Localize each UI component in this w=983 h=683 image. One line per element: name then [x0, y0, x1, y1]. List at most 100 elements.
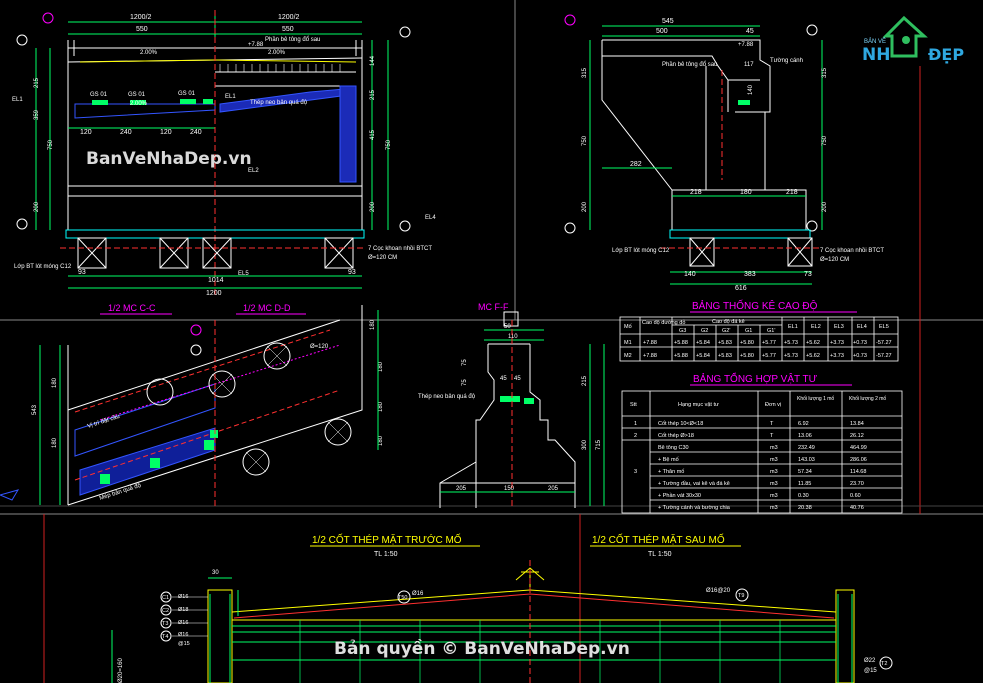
dim-left-750: 750 — [48, 139, 54, 150]
vat-tu-cell: 26.12 — [850, 433, 864, 439]
ff-left-200: 200 — [582, 201, 588, 212]
cd-h9: EL3 — [834, 324, 844, 330]
ff-dim-117: 117 — [744, 62, 754, 68]
vat-tu-cell: + Thân mố — [658, 469, 684, 475]
vat-tu-cell: Bê tông C30 — [658, 445, 689, 451]
logo-dep: ĐẸP — [928, 45, 964, 64]
dim-mid-4: 240 — [190, 129, 202, 136]
vat-tu-cell: 286.06 — [850, 457, 867, 463]
vat-tu-cell: Cốt thép 10<Ø<18 — [658, 421, 703, 427]
cao-do-cell: +5.88 — [674, 340, 688, 346]
ff-pile-dia: Ø=120 CM — [820, 257, 849, 263]
title-mc-dd: 1/2 MC D-D — [243, 303, 291, 313]
mid-dim-45a: 45 — [500, 376, 507, 382]
cd-h10: EL4 — [857, 324, 867, 330]
cao-do-cell: +3.73 — [830, 353, 844, 359]
logo-top: BẢN VẼ — [864, 38, 886, 45]
vat-tu-cell: 2 — [634, 433, 637, 439]
bar-t2: T2 — [881, 661, 887, 667]
mid-dim-45b: 45 — [514, 376, 521, 382]
el2: EL2 — [248, 168, 259, 174]
cao-do-cell: +5.77 — [762, 353, 776, 359]
mid-right-215: 215 — [582, 375, 588, 386]
cd-h6: G1' — [767, 328, 775, 334]
vat-tu-cell: + Phần vát 30x30 — [658, 493, 701, 499]
cd-h7: EL1 — [788, 324, 798, 330]
title-mc-cc: 1/2 MC C-C — [108, 303, 156, 313]
cao-do-cell: +0.73 — [853, 353, 867, 359]
dim-left-215: 215 — [34, 77, 40, 88]
bar-t3: T3 — [162, 621, 168, 627]
cao-do-cell: +5.80 — [740, 340, 754, 346]
vat-tu-cell: 13.06 — [798, 433, 812, 439]
dim-left-200: 200 — [34, 201, 40, 212]
mid-bottom-205a: 205 — [456, 486, 467, 492]
bar-t2-spacing: @15 — [864, 668, 877, 674]
vat-tu-cell: 11.85 — [798, 481, 811, 487]
vat-tu-cell: 23.70 — [850, 481, 864, 487]
logo-nh: NH — [862, 45, 890, 65]
cao-do-cell: +5.62 — [806, 353, 820, 359]
elev-top-cc: +7.88 — [248, 42, 264, 48]
vt-h3: Khối lượng 1 mố — [797, 396, 834, 402]
plan-dim-180a: 180 — [52, 377, 58, 388]
el4: EL4 — [425, 215, 436, 221]
dim-right-750: 750 — [386, 139, 392, 150]
cao-do-cell: +5.84 — [696, 340, 710, 346]
ff-total-616: 616 — [735, 285, 747, 292]
ff-bottom-note: Lớp BT lót móng C12 — [612, 248, 670, 254]
cao-do-cell: +5.77 — [762, 340, 776, 346]
ff-left-750: 750 — [582, 135, 588, 146]
vat-tu-cell: T — [770, 433, 774, 439]
ff-foot-218a: 218 — [690, 189, 702, 196]
plan-dim-180f: 180 — [378, 435, 384, 446]
mid-bottom-205b: 205 — [548, 486, 559, 492]
note-mid-cc: Thép neo bản quá độ — [250, 100, 308, 106]
ff-foot-218b: 218 — [786, 189, 798, 196]
vat-tu-cell: 0.30 — [798, 493, 809, 499]
vat-tu-cell: m3 — [770, 505, 778, 511]
rebar-title-right: 1/2 CỐT THÉP MẶT SAU MỐ — [592, 532, 725, 546]
rebar-drawing: 1/2 CỐT THÉP MẶT TRƯỚC MỐ TL 1:50 1/2 CỐ… — [111, 532, 893, 683]
bar-t4: T4 — [162, 634, 168, 640]
cd-hgroup: Cao độ đá kê — [712, 319, 745, 325]
vat-tu-cell: 1 — [634, 421, 637, 427]
rebar-title-left: 1/2 CỐT THÉP MẶT TRƯỚC MỐ — [312, 532, 462, 546]
vt-h2: Đơn vị — [765, 402, 781, 408]
dim-550b: 550 — [282, 26, 294, 33]
bar-t2-dia: Ø22 — [864, 658, 876, 664]
dim-550a: 550 — [136, 26, 148, 33]
vat-tu-cell: + Bệ mố — [658, 457, 679, 463]
ff-right-750: 750 — [822, 135, 828, 146]
rebar-scale-right: TL 1:50 — [648, 551, 672, 558]
ff-dim-45: 45 — [746, 28, 754, 35]
watermark-main: BanVeNhaDep.vn — [86, 149, 252, 169]
mid-side-75b: 75 — [462, 379, 468, 386]
vat-tu-cell: + Tường đầu, vai kê và đá kê — [658, 481, 730, 487]
mid-right-300: 300 — [582, 439, 588, 450]
dim-right-144: 144 — [370, 55, 376, 66]
bar-t50: T50 — [398, 595, 407, 601]
cd-h0: Mố — [624, 324, 632, 330]
dim-right-215: 215 — [370, 89, 376, 100]
cd-h2: G3 — [679, 328, 686, 334]
cao-do-cell: -57.27 — [876, 353, 892, 359]
dim-total-cc: 1200 — [206, 290, 222, 297]
cao-do-cell: M2 — [624, 353, 632, 359]
table-cao-do: BẢNG THỐNG KÊ CAO ĐỘ Mố Cao độ đường đỏ … — [619, 298, 899, 362]
vt-h1: Hạng mục vật tư — [678, 402, 719, 408]
vt-h0: Stt — [630, 402, 637, 408]
mid-side-75a: 75 — [462, 359, 468, 366]
section-ff-drawing: 545 500 45 +7.88 Phần bê tông đổ sau 117… — [564, 14, 884, 292]
mid-title: MC F-F — [478, 302, 509, 312]
plan-dim-180c: 180 — [370, 319, 376, 330]
dim-mid-3: 120 — [160, 129, 172, 136]
note-top-cc: Phần bê tông đổ sau — [265, 36, 320, 43]
slope-a: 2.00% — [140, 50, 158, 56]
cao-do-cell: +7.88 — [643, 353, 657, 359]
vat-tu-cell: m3 — [770, 481, 778, 487]
el1-right: EL1 — [225, 94, 236, 100]
vat-tu-cell: Cốt thép Ø>18 — [658, 433, 694, 439]
